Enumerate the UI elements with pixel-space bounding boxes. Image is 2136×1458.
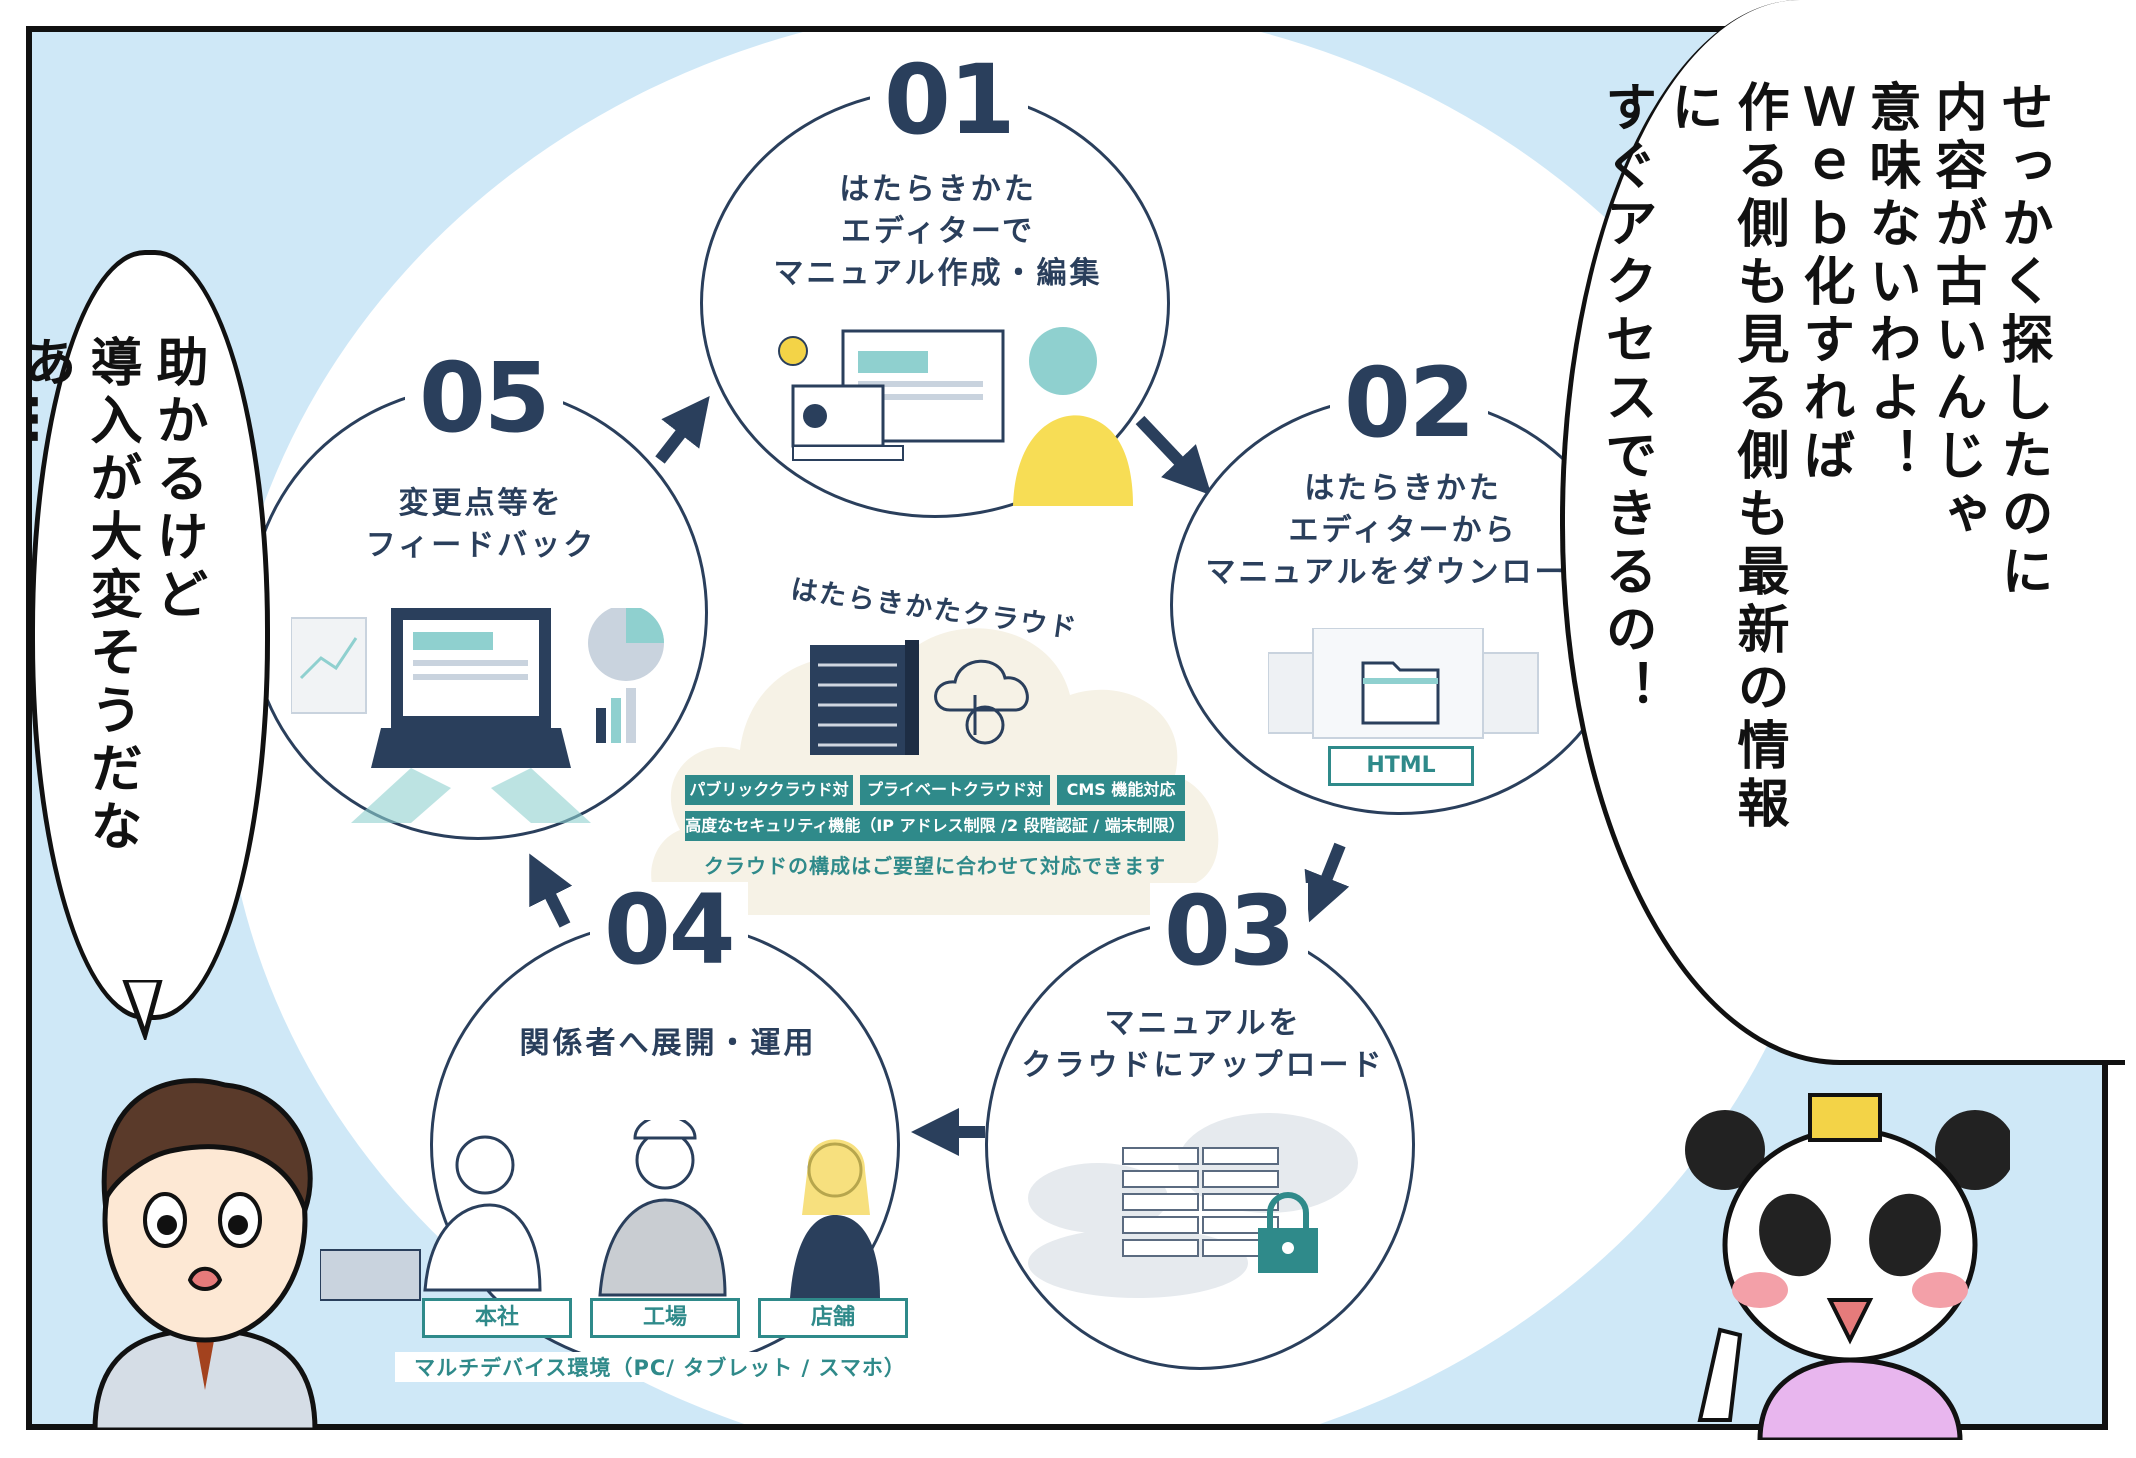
step-05-line-1: 変更点等を [398, 486, 564, 521]
arrow-04-05 [529, 853, 573, 928]
step-05-circle: 変更点等を フィードバック [248, 385, 708, 840]
place-store: 店舗 [758, 1298, 908, 1338]
place-factory: 工場 [590, 1298, 740, 1338]
left-bubble-tail [122, 980, 163, 1040]
cloud-block: はたらきかたクラウド パブリッククラウド対応 プライベートクラウド対応 CMS … [630, 545, 1240, 915]
tag-private-cloud: プライベートクラウド対応 [860, 775, 1050, 829]
panda-character [1685, 1093, 2010, 1440]
laptop-feedback-illustration [291, 608, 664, 823]
tag-security: 高度なセキュリティ機能（IP アドレス制限 /2 段階認証 / 端末制限） [685, 811, 1185, 841]
step-02-line-2: エディターから [1288, 513, 1518, 548]
step-05-line-2: フィードバック [365, 528, 597, 563]
man-character [92, 1078, 318, 1430]
people-illustration [320, 1120, 880, 1301]
right-bubble-line-6: すぐアクセスできるの！ [1596, 80, 1656, 718]
step-04-number: 04 [590, 882, 748, 978]
step-01-line-2: エディターで [840, 214, 1036, 249]
step-03-circle: マニュアルを クラウドにアップロード [985, 920, 1415, 1370]
right-bubble-line-5: 作る側も見る側も最新の情報に [1662, 80, 1788, 834]
step-01-number: 01 [870, 52, 1028, 148]
step-03-line-2: クラウドにアップロード [1021, 1048, 1385, 1083]
step-02-circle: はたらきかた エディターから マニュアルをダウンロード HTML [1170, 395, 1630, 815]
right-bubble-line-1: せっかく探したのに [1992, 80, 2052, 602]
left-bubble-line-2: 導入が大変そうだなあ… [15, 335, 141, 857]
step-01-line-1: はたらきかた [839, 172, 1037, 207]
html-badge: HTML [1328, 746, 1474, 786]
arrow-01-02 [1135, 415, 1212, 496]
right-bubble-line-2: 内容が古いんじゃ [1926, 80, 1986, 544]
step-01-line-3: マニュアル作成・編集 [773, 256, 1103, 291]
server-and-cloud-icon [810, 640, 1029, 755]
step-02-number: 02 [1330, 355, 1488, 451]
editor-illustration [778, 327, 1133, 506]
tag-cms: CMS 機能対応 [1057, 775, 1185, 805]
step-01-circle: はたらきかた エディターで マニュアル作成・編集 [700, 88, 1170, 518]
right-speech-bubble: せっかく探したのに 内容が古いんじゃ 意味ないわよ！ Ｗｅｂ化すれば 作る側も見… [1560, 0, 2125, 1065]
left-speech-bubble: 助かるけど 導入が大変そうだなあ… [15, 250, 270, 1020]
step-02-line-1: はたらきかた [1304, 471, 1502, 506]
server-upload-icon [1028, 1113, 1358, 1298]
step-03-number: 03 [1150, 883, 1308, 979]
right-bubble-line-3: 意味ないわよ！ [1860, 80, 1920, 486]
place-headquarters: 本社 [422, 1298, 572, 1338]
arrow-05-01 [655, 396, 710, 464]
step-04-line-1: 関係者へ展開・運用 [519, 1026, 817, 1061]
step-03-line-1: マニュアルを [1104, 1006, 1302, 1041]
tag-public-cloud: パブリッククラウド対応 [685, 775, 853, 829]
cloud-shape [651, 628, 1219, 915]
device-caption: マルチデバイス環境（PC/ タブレット / スマホ） [395, 1352, 925, 1382]
step-05-number: 05 [405, 350, 563, 446]
documents-folder-icon [1268, 628, 1539, 739]
cloud-note: クラウドの構成はご要望に合わせて対応できます [704, 854, 1166, 878]
right-bubble-line-4: Ｗｅｂ化すれば [1794, 80, 1854, 486]
step-02-line-3: マニュアルをダウンロード [1205, 555, 1601, 590]
left-bubble-line-1: 助かるけど [147, 335, 207, 625]
arrow-02-03 [1304, 842, 1350, 923]
